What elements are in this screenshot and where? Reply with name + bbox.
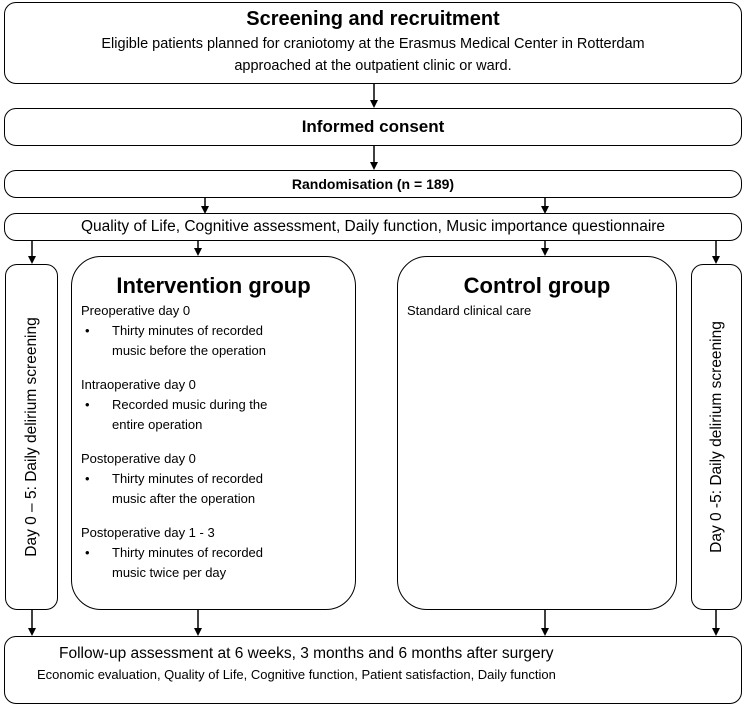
followup-line2: Economic evaluation, Quality of Life, Co… (37, 667, 556, 682)
baseline-label: Quality of Life, Cognitive assessment, D… (80, 218, 666, 235)
bullet-text-line1: Thirty minutes of recorded (112, 545, 264, 560)
bullet-text-line2: entire operation (112, 417, 203, 432)
bullet-text-line2: music before the operation (112, 343, 266, 358)
screening-title: Screening and recruitment (246, 8, 500, 30)
bullet-text-line1: Recorded music during the (112, 397, 268, 412)
followup-box: Follow-up assessment at 6 weeks, 3 month… (4, 636, 742, 704)
phase-heading: Intraoperative day 0 (81, 377, 196, 392)
bullet-icon: • (85, 397, 90, 412)
consent-box: Informed consent (4, 108, 742, 146)
bullet-icon: • (85, 323, 90, 338)
delirium-screening-right-label: Day 0 -5: Daily delirium screening (707, 321, 725, 553)
bullet-text-line1: Thirty minutes of recorded (112, 471, 264, 486)
phase-heading: Postoperative day 1 - 3 (81, 525, 215, 540)
bullet-text-line2: music after the operation (112, 491, 256, 506)
control-group-box: Control group Standard clinical care (397, 256, 677, 610)
baseline-assessment-box: Quality of Life, Cognitive assessment, D… (4, 213, 742, 241)
control-text: Standard clinical care (407, 303, 532, 318)
phase-heading: Postoperative day 0 (81, 451, 196, 466)
phase-postoperative-day0: Postoperative day 0 • Thirty minutes of … (81, 449, 355, 509)
phase-postoperative-day1-3: Postoperative day 1 - 3 • Thirty minutes… (81, 523, 355, 583)
delirium-screening-left: Day 0 – 5: Daily delirium screening (5, 264, 58, 610)
intervention-group-box: Intervention group Preoperative day 0 • … (71, 256, 356, 610)
randomisation-label: Randomisation (n = 189) (291, 176, 455, 192)
delirium-screening-left-label: Day 0 – 5: Daily delirium screening (22, 317, 40, 557)
followup-line1: Follow-up assessment at 6 weeks, 3 month… (59, 645, 554, 662)
screening-line1: Eligible patients planned for craniotomy… (101, 36, 645, 52)
intervention-title: Intervention group (116, 273, 311, 298)
screening-line2: approached at the outpatient clinic or w… (234, 58, 512, 74)
control-title: Control group (463, 273, 611, 298)
screening-box: Screening and recruitment Eligible patie… (4, 2, 742, 84)
phase-preoperative: Preoperative day 0 • Thirty minutes of r… (81, 301, 355, 361)
bullet-text-line1: Thirty minutes of recorded (112, 323, 264, 338)
phase-intraoperative: Intraoperative day 0 • Recorded music du… (81, 375, 355, 435)
consent-label: Informed consent (301, 117, 445, 136)
bullet-icon: • (85, 471, 90, 486)
bullet-text-line2: music twice per day (112, 565, 227, 580)
randomisation-box: Randomisation (n = 189) (4, 170, 742, 198)
delirium-screening-right: Day 0 -5: Daily delirium screening (691, 264, 742, 610)
phase-heading: Preoperative day 0 (81, 303, 191, 318)
bullet-icon: • (85, 545, 90, 560)
